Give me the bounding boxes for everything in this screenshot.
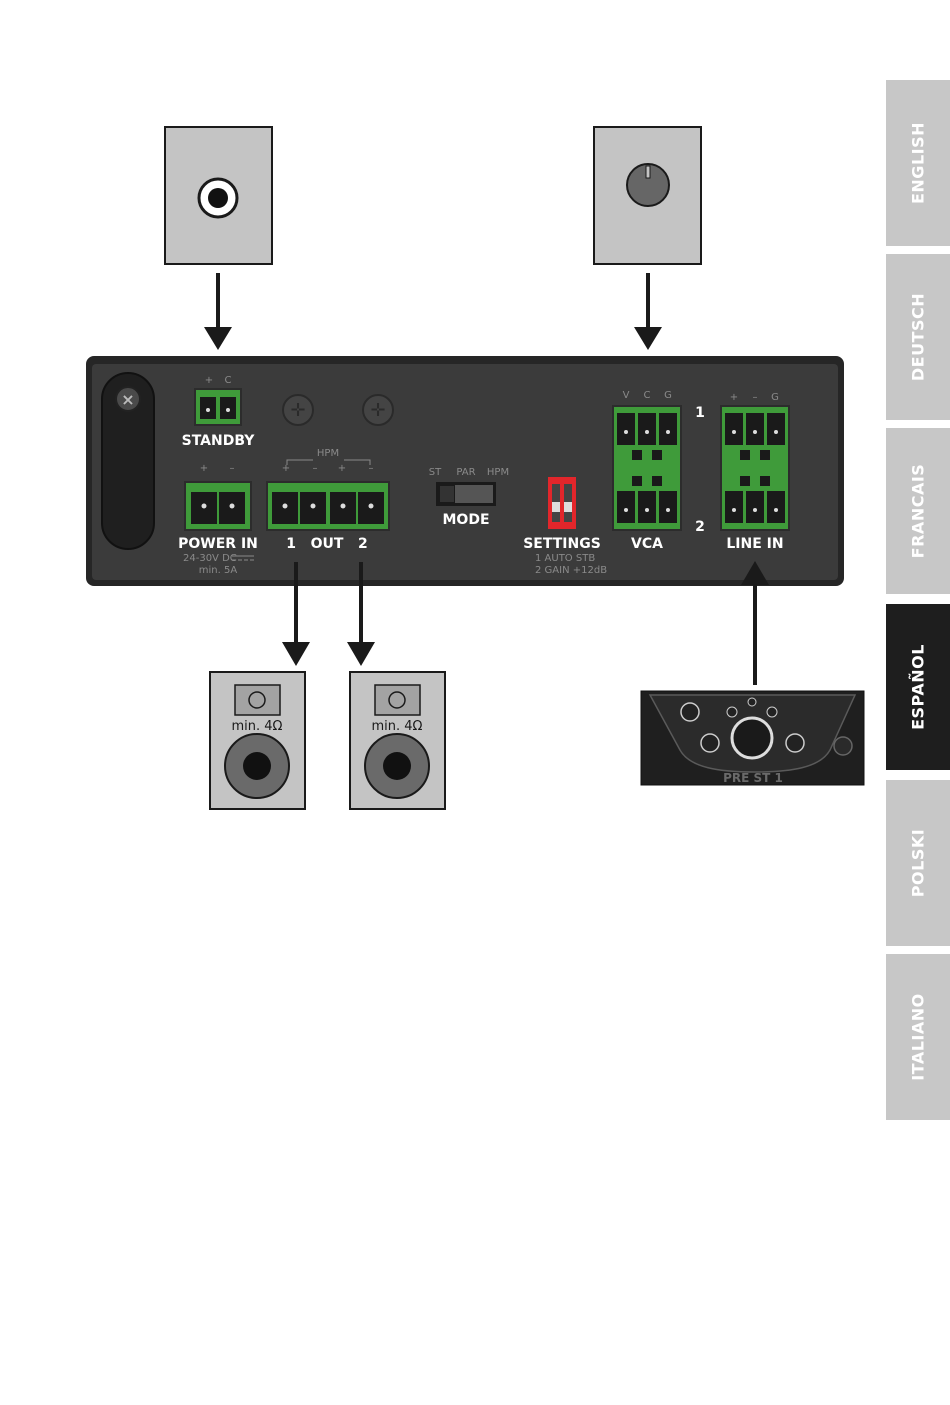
volume-knob-callout	[594, 127, 701, 264]
svg-text:–: –	[369, 463, 374, 474]
svg-text:HPM: HPM	[317, 448, 339, 459]
svg-text:ST: ST	[429, 467, 442, 478]
preamp-arrow	[741, 561, 769, 685]
svg-text:✛: ✛	[370, 400, 385, 421]
settings-label: SETTINGS	[523, 536, 601, 552]
standby-arrow	[204, 273, 232, 350]
svg-text:C: C	[644, 390, 651, 401]
line-in-label: LINE IN	[726, 536, 783, 552]
preamp-device: PRE ST 1	[641, 691, 864, 785]
channel-2-label: 2	[695, 519, 705, 535]
svg-text:✛: ✛	[290, 400, 305, 421]
power-in-label: POWER IN	[178, 536, 258, 552]
speaker-2: min. 4Ω	[350, 672, 445, 809]
svg-text:+: +	[338, 463, 346, 474]
svg-text:+: +	[730, 392, 738, 403]
vca-connector: V C G VCA	[612, 390, 682, 552]
svg-text:G: G	[771, 392, 779, 403]
svg-text:2 GAIN +12dB: 2 GAIN +12dB	[535, 565, 607, 576]
svg-text:24-30V DC: 24-30V DC	[183, 553, 237, 564]
svg-text:min. 4Ω: min. 4Ω	[372, 719, 423, 734]
svg-text:min. 5A: min. 5A	[199, 565, 238, 576]
svg-text:C: C	[225, 375, 232, 386]
svg-text:G: G	[664, 390, 672, 401]
svg-text:+: +	[205, 375, 213, 386]
svg-text:–: –	[313, 463, 318, 474]
channel-1-label: 1	[695, 405, 705, 421]
svg-text:PAR: PAR	[456, 467, 475, 478]
line-in-connector: + – G LINE IN	[720, 392, 790, 552]
vca-arrow	[634, 273, 662, 350]
svg-text:1 AUTO STB: 1 AUTO STB	[535, 553, 595, 564]
svg-text:–: –	[230, 463, 235, 474]
standby-switch-callout	[165, 127, 272, 264]
mode-label: MODE	[442, 512, 489, 528]
vca-label: VCA	[631, 536, 663, 552]
svg-text:HPM: HPM	[487, 467, 509, 478]
svg-text:+: +	[200, 463, 208, 474]
speaker-1: min. 4Ω	[210, 672, 305, 809]
svg-text:+: +	[282, 463, 290, 474]
out-label: 1 OUT 2	[286, 536, 368, 552]
svg-text:–: –	[753, 392, 758, 403]
svg-text:V: V	[623, 390, 630, 401]
preamp-label: PRE ST 1	[723, 771, 783, 785]
standby-label: STANDBY	[182, 433, 256, 449]
svg-text:×: ×	[121, 390, 134, 409]
svg-text:min. 4Ω: min. 4Ω	[232, 719, 283, 734]
